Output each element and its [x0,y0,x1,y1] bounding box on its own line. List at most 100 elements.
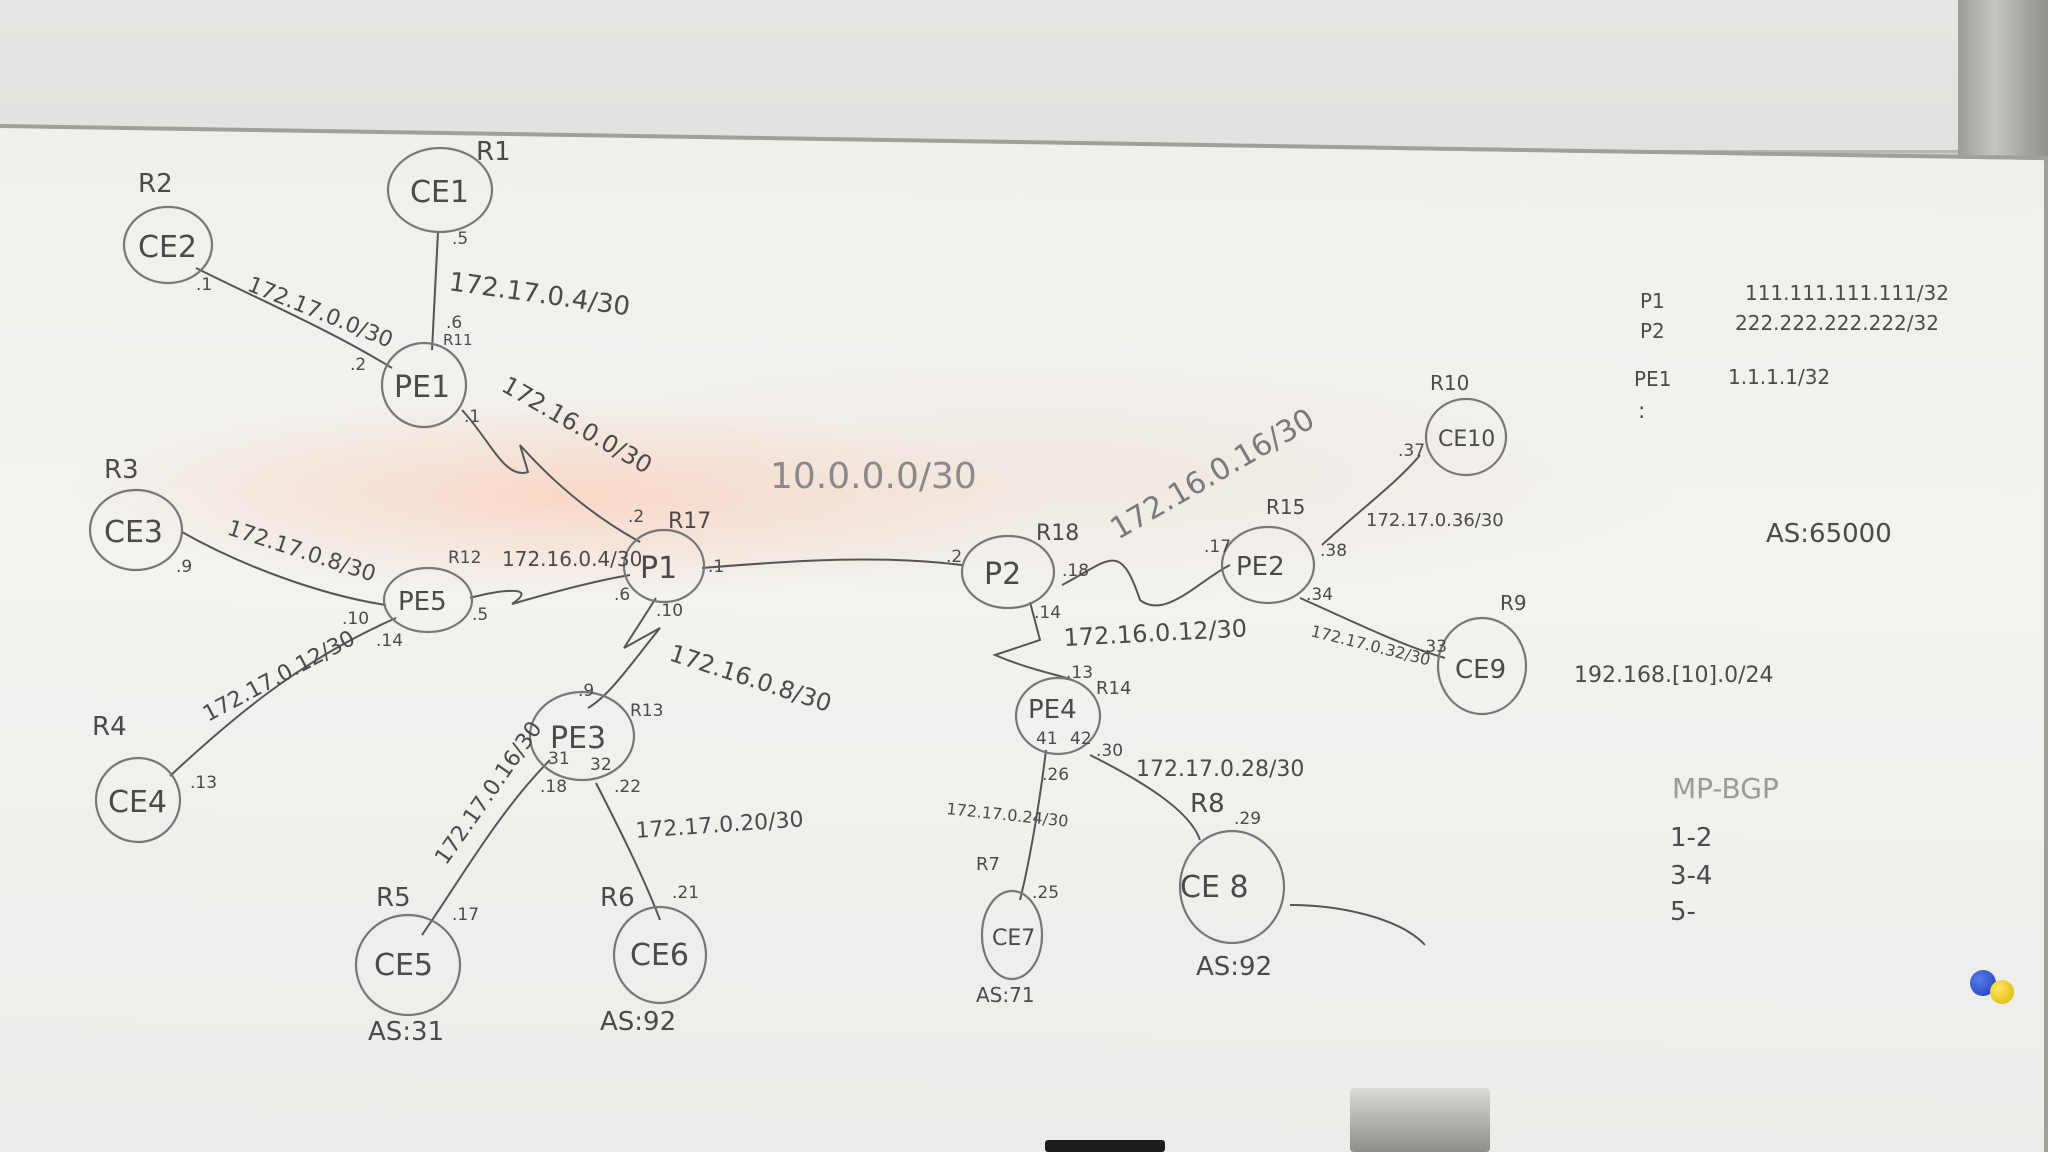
link-ce1-pe1 [431,231,439,351]
if-ce2: .1 [196,275,212,295]
net-pe2-ce9: 172.17.0.32/30 [1309,621,1432,669]
pe5-label: PE5 [398,587,447,617]
node-pe3 [528,690,636,782]
pe3-label: PE3 [550,721,606,756]
if-pe1-ce2: .2 [350,355,366,375]
p2-label: P2 [984,557,1021,592]
ce8-as: AS:92 [1196,952,1272,982]
ce5-as: AS:31 [368,1017,444,1047]
net-p2-pe2: 172.16.0.16/30 [1105,402,1321,547]
pe2-router: R15 [1266,495,1305,519]
if-ce9: .33 [1420,637,1447,657]
if-ce6: .21 [672,883,699,903]
ce6-label: CE6 [630,938,689,973]
link-p1-p2 [701,558,963,569]
link-ce3-pe5 [181,531,387,606]
ce2-label: CE2 [138,230,197,265]
net-ce1-pe1: 172.17.0.4/30 [447,267,632,322]
ce4-router: R4 [92,712,127,742]
if-pe5-ce3: .10 [342,609,369,629]
if-pe1-p1: .1 [464,407,480,427]
net-pe5-p1: 172.16.0.4/30 [502,547,642,571]
link-p1-pe3 [587,597,661,709]
ce9-router: R9 [1500,591,1527,615]
pe4-port-left: 41 [1036,729,1058,749]
node-ce3 [88,488,184,572]
if-ce4: .13 [190,773,217,793]
nodes [88,146,1528,1017]
pe2-label: PE2 [1236,552,1285,582]
mp-bgp-title: MP-BGP [1672,772,1779,805]
pe4-router: R14 [1096,678,1131,699]
p1-label: P1 [640,551,677,586]
pe1-label: PE1 [394,370,450,405]
if-ce7: .25 [1032,883,1059,903]
loopback-p2-name: P2 [1640,319,1665,343]
if-pe3-ce6: .22 [614,777,641,797]
p2-router: R18 [1036,521,1079,546]
if-pe3-p1: .9 [578,681,594,701]
if-pe4-p2: .13 [1066,663,1093,683]
link-pe4-ce8 [1089,754,1201,841]
ce7-router: R7 [976,854,1000,875]
if-p2-pe2: .18 [1062,561,1089,581]
eraser [1350,1088,1490,1152]
net-pe3-ce5: 172.17.0.16/30 [430,717,547,869]
link-pe4-ce7 [1019,749,1047,901]
link-pe1-p1 [461,409,641,543]
mp-bgp-item-1: 1-2 [1670,823,1712,853]
ce6-as: AS:92 [600,1007,676,1037]
net-pe2-ce10: 172.17.0.36/30 [1366,510,1504,531]
link-labels: 172.17.0.0/30 .1 .2 172.17.0.4/30 .5 .6 … [176,229,1504,925]
lan-subnet: 192.168.[10].0/24 [1574,663,1774,688]
node-ce9 [1436,616,1528,716]
node-pe4 [1014,676,1102,756]
if-pe5-ce4: .14 [376,631,403,651]
loopback-p1-addr: 111.111.111.111/32 [1745,281,1949,305]
ce3-label: CE3 [104,515,163,550]
link-p2-pe2 [1061,559,1231,607]
link-ce8-tail [1289,904,1426,946]
ce5-router: R5 [376,883,411,913]
ce9-label: CE9 [1455,655,1506,685]
pe5-router: R12 [448,548,481,568]
node-ce1 [386,146,494,234]
link-pe2-ce10 [1321,454,1421,546]
if-p2-pe4: .14 [1034,603,1061,623]
loopback-pe1-addr: 1.1.1.1/32 [1728,365,1830,389]
node-ce4 [94,756,182,844]
ce8-router: R8 [1190,789,1225,819]
if-p1-pe3: .10 [656,601,683,621]
ce1-label: CE1 [410,175,469,210]
net-ce2-pe1: 172.17.0.0/30 [244,272,396,353]
ce7-as: AS:71 [976,983,1035,1007]
node-ce5 [354,913,462,1017]
node-ce6 [612,905,708,1005]
link-ce4-pe5 [169,617,397,777]
node-p1 [622,528,706,604]
link-pe3-ce5 [421,759,551,936]
link-pe5-p1 [469,574,631,605]
ce7-label: CE7 [992,926,1035,951]
marker-pen [1045,1140,1165,1152]
ce1-router: R1 [476,137,511,167]
net-pe1-p1: 172.16.0.0/30 [497,371,657,479]
as-number: AS:65000 [1766,519,1892,549]
if-p2-p1: .2 [946,547,962,567]
node-labels: CE1 R1 CE2 R2 CE3 R3 CE4 R4 CE5 R5 AS:31… [92,137,1527,1047]
node-ce2 [122,205,214,285]
net-p1-p2: 10.0.0.0/30 [770,456,977,497]
loopback-p2-addr: 222.222.222.222/32 [1735,311,1939,335]
node-pe2 [1220,525,1316,605]
net-p1-pe3: 172.16.0.8/30 [666,639,835,718]
ce10-router: R10 [1430,371,1469,395]
if-pe4-ce8: .30 [1096,741,1123,761]
node-pe1 [380,341,468,429]
if-ce1: .5 [452,229,468,249]
ce8-label: CE 8 [1180,870,1249,905]
if-pe5-p1: .5 [472,605,488,625]
if-pe2-ce10: .38 [1320,541,1347,561]
if-p1-pe5: .6 [614,585,630,605]
ce5-label: CE5 [374,948,433,983]
